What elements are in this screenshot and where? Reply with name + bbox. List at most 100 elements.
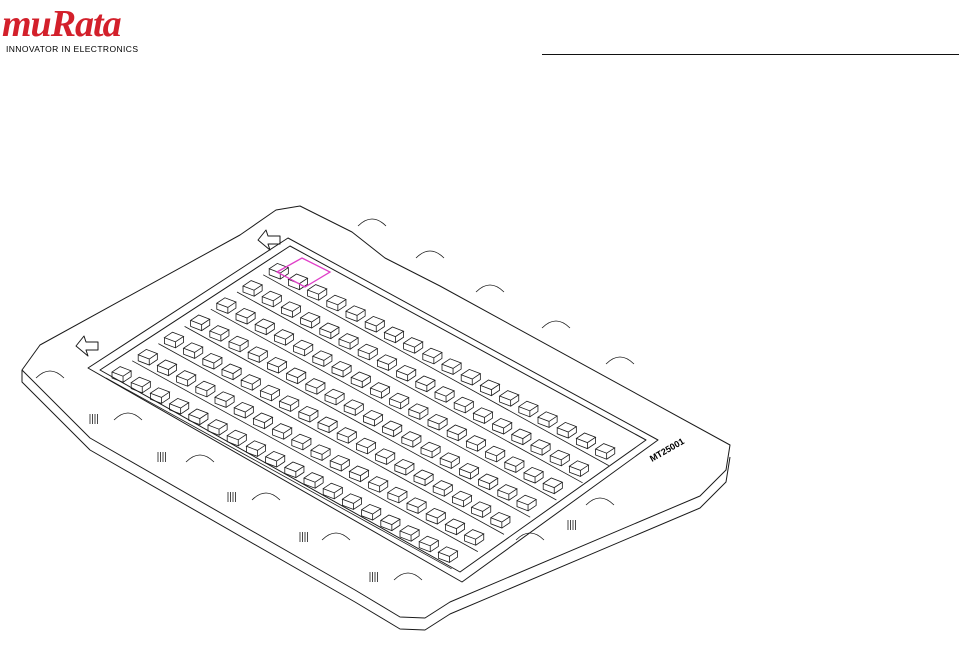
pocket-cell	[512, 429, 531, 445]
pocket-cell	[447, 425, 466, 441]
pocket-cell	[531, 440, 550, 456]
flange-notch	[516, 533, 544, 540]
pocket-row-rail	[263, 275, 609, 466]
flange-notch	[416, 251, 444, 258]
arrow-icon	[258, 230, 280, 250]
pocket-cell	[423, 348, 442, 364]
pocket-cell	[596, 444, 615, 460]
pocket-cell	[381, 515, 400, 531]
pocket-row-rail	[106, 378, 452, 569]
pocket-cell	[332, 361, 351, 377]
pocket-cell	[486, 446, 505, 462]
pocket-cell	[294, 340, 313, 356]
pocket-cell	[273, 424, 292, 440]
pocket-row-rail	[158, 344, 504, 535]
pocket-cell	[452, 491, 471, 507]
pocket-cell	[419, 536, 438, 552]
pocket-cell	[356, 438, 375, 454]
pocket-cell	[170, 398, 189, 414]
flange-notch	[186, 455, 214, 462]
pocket-cell	[414, 470, 433, 486]
pocket-cell	[369, 477, 388, 493]
pocket-cell	[472, 502, 491, 518]
pocket-cell	[426, 508, 445, 524]
flange-notch	[358, 219, 386, 226]
flange-notch	[394, 573, 422, 580]
pocket-cell	[280, 396, 299, 412]
pocket-cell	[445, 519, 464, 535]
pocket-cell	[550, 450, 569, 466]
pocket-cell	[377, 355, 396, 371]
flange-notch	[476, 285, 504, 292]
pocket-cell	[301, 312, 320, 328]
pocket-row-rail	[211, 309, 557, 500]
pocket-cell	[466, 436, 485, 452]
pocket-row-rail	[132, 361, 478, 552]
pocket-cell	[365, 316, 384, 332]
pocket-cell	[292, 434, 311, 450]
pocket-cell	[358, 344, 377, 360]
pocket-cell	[327, 295, 346, 311]
pocket-cell	[440, 453, 459, 469]
pocket-cell	[442, 359, 461, 375]
pocket-cell	[435, 387, 454, 403]
pocket-cell	[569, 461, 588, 477]
pocket-cell	[400, 526, 419, 542]
pocket-cell	[138, 349, 157, 365]
pocket-cell	[404, 338, 423, 354]
flange-notch	[586, 498, 614, 505]
flange-notch	[36, 371, 64, 378]
pocket-cell	[262, 291, 281, 307]
pocket-cell	[248, 347, 267, 363]
pocket-cell	[498, 485, 517, 501]
pocket-row-rail	[185, 326, 531, 517]
pocket-cell	[500, 391, 519, 407]
pocket-cell	[438, 547, 457, 563]
flange-notch	[606, 357, 634, 364]
pocket-cell	[236, 308, 255, 324]
pocket-cell	[480, 380, 499, 396]
pocket-cell	[407, 498, 426, 514]
pocket-cell	[416, 376, 435, 392]
pocket-cell	[189, 409, 208, 425]
tray-flange-lip	[22, 370, 730, 630]
pocket-cell	[306, 379, 325, 395]
pocket-cell	[479, 474, 498, 490]
pocket-cell	[318, 417, 337, 433]
pocket-cell	[344, 400, 363, 416]
pocket-cell	[325, 389, 344, 405]
pocket-cell	[131, 377, 150, 393]
pocket-cell	[383, 421, 402, 437]
pocket-cell	[241, 375, 260, 391]
flange-notch	[322, 533, 350, 540]
pocket-cell	[465, 530, 484, 546]
pocket-cell	[346, 306, 365, 322]
pocket-cell	[255, 319, 274, 335]
pocket-cell	[299, 406, 318, 422]
pocket-cell	[337, 428, 356, 444]
pocket-cell	[243, 281, 262, 297]
pocket-cell	[330, 455, 349, 471]
pocket-cell	[267, 357, 286, 373]
pocket-cell	[505, 457, 524, 473]
pocket-cell	[260, 385, 279, 401]
pocket-cell	[493, 418, 512, 434]
pocket-cell	[370, 383, 389, 399]
pocket-cell	[287, 368, 306, 384]
pocket-cell	[274, 330, 293, 346]
pocket-cell	[196, 381, 215, 397]
pocket-cell	[313, 351, 332, 367]
pocket-cell	[349, 466, 368, 482]
pocket-cell	[210, 326, 229, 342]
pocket-cell	[433, 481, 452, 497]
pocket-cell	[222, 364, 241, 380]
pocket-cell	[217, 298, 236, 314]
pocket-cell	[557, 422, 576, 438]
arrow-icon	[76, 336, 98, 356]
pocket-cell	[384, 327, 403, 343]
tray-marking: MT25001	[648, 436, 686, 464]
pocket-cell	[517, 495, 536, 511]
pocket-cell	[538, 412, 557, 428]
pocket-cell	[402, 432, 421, 448]
pocket-cell	[177, 371, 196, 387]
